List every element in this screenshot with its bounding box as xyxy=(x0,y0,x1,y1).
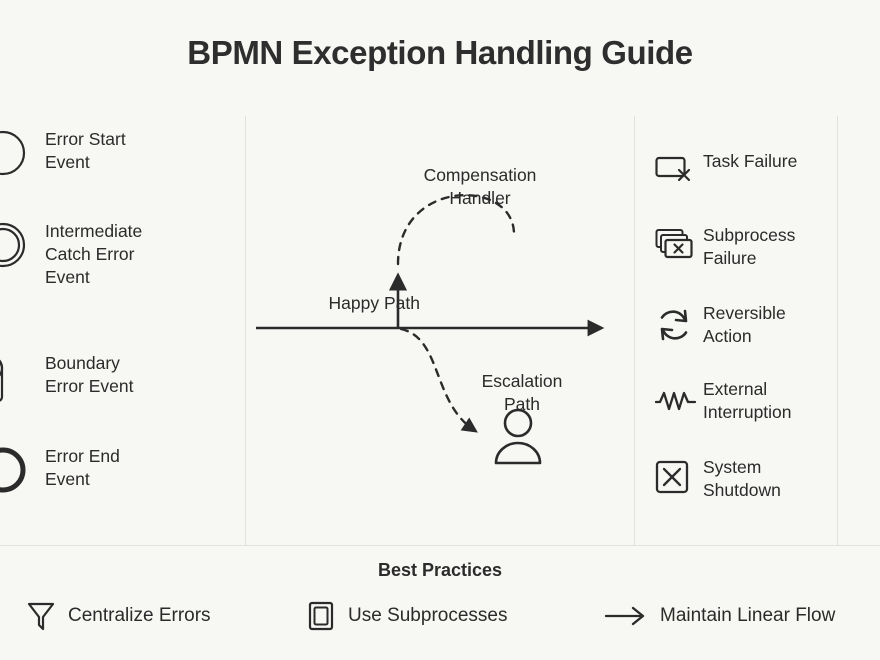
label-line-1: Compensation xyxy=(423,165,537,185)
person-icon xyxy=(494,408,542,465)
label-line-2: Interruption xyxy=(703,402,792,422)
list-item-label: Error End Event xyxy=(45,445,235,491)
best-practices-heading: Best Practices xyxy=(377,560,503,580)
best-practice-label: Use Subprocesses xyxy=(348,605,508,626)
list-item-label: Com H xyxy=(844,302,880,348)
label-line-1: Te xyxy=(844,456,880,479)
list-item-label: Bo E xyxy=(844,150,880,196)
label-line-3: Event xyxy=(45,267,90,287)
task-failure-icon xyxy=(655,154,691,190)
label-line-1: Subprocess xyxy=(703,225,796,245)
list-item[interactable]: Esc P xyxy=(838,378,880,458)
thin-circle-error-start-icon xyxy=(0,130,26,176)
list-item[interactable]: Bo E xyxy=(838,150,880,230)
best-practice-label: Centralize Errors xyxy=(68,605,211,626)
thick-circle-error-end-icon xyxy=(0,447,26,493)
list-item-subprocess-failure[interactable]: Subprocess Failure xyxy=(635,224,837,304)
label-line-2: Action xyxy=(703,326,752,346)
list-item[interactable]: Com H xyxy=(838,302,880,382)
column-divider-1 xyxy=(245,116,246,545)
list-item-label: Reversible Action xyxy=(703,302,843,348)
list-item-boundary-error-event[interactable]: Boundary Error Event xyxy=(0,348,245,438)
best-practices-row: Centralize Errors Use Subprocesses Maint… xyxy=(0,596,880,640)
label-line-1: System xyxy=(703,457,762,477)
best-practice-centralize-errors[interactable]: Centralize Errors xyxy=(26,596,211,636)
list-item-error-start-event[interactable]: Error Start Event xyxy=(0,124,245,214)
funnel-icon xyxy=(26,600,56,632)
flow-diagram-graphic xyxy=(256,194,605,465)
list-item-label: C E xyxy=(844,224,880,270)
list-item-reversible-action[interactable]: Reversible Action xyxy=(635,302,837,382)
list-item-system-shutdown[interactable]: System Shutdown xyxy=(635,456,837,536)
list-item-label: Intermediate Catch Error Event xyxy=(45,220,235,289)
column-divider-3 xyxy=(837,116,838,545)
external-interruption-icon xyxy=(654,390,697,426)
label-line-1: Error End xyxy=(45,446,120,466)
label-line-1: C xyxy=(844,224,880,247)
list-item-error-end-event[interactable]: Error End Event xyxy=(0,441,245,531)
list-item-label: Te E xyxy=(844,456,880,502)
list-item-label: System Shutdown xyxy=(703,456,843,502)
list-item-intermediate-catch-error-event[interactable]: Intermediate Catch Error Event xyxy=(0,216,245,306)
column-divider-2 xyxy=(634,116,635,545)
label-line-2: Failure xyxy=(703,248,757,268)
happy-path-label: Happy Path xyxy=(328,293,420,313)
label-line-2: E xyxy=(844,479,880,502)
list-item[interactable]: C E xyxy=(838,224,880,304)
label-line-1: Esc xyxy=(844,378,880,401)
list-item[interactable]: Te E xyxy=(838,456,880,536)
subprocess-failure-icon xyxy=(655,228,693,264)
list-item-label: Subprocess Failure xyxy=(703,224,843,270)
label-line-1: Intermediate xyxy=(45,221,143,241)
flow-diagram: Compensation Handler Happy Path Escalati… xyxy=(246,116,634,545)
label-line-1: Task Failure xyxy=(703,151,798,171)
label-line-2: P xyxy=(844,401,880,424)
double-circle-intermediate-catch-icon xyxy=(0,222,26,268)
label-line-1: Bo xyxy=(844,150,880,173)
list-item-label: Esc P xyxy=(844,378,880,424)
reversible-action-icon xyxy=(655,306,691,342)
list-item-label: Error Start Event xyxy=(45,128,235,174)
label-line-1: Escalation xyxy=(481,371,563,391)
square-subprocess-icon xyxy=(306,600,336,632)
label-line-2: Event xyxy=(45,152,90,172)
label-line-1: Boundary xyxy=(45,353,120,373)
label-line-2: E xyxy=(844,173,880,196)
compensation-handler-label: Compensation Handler xyxy=(380,164,580,210)
label-line-2: Event xyxy=(45,469,90,489)
label-line-1: Reversible xyxy=(703,303,786,323)
arrow-right-icon xyxy=(604,600,648,632)
best-practice-maintain-linear-flow[interactable]: Maintain Linear Flow xyxy=(604,596,835,636)
compensation-loop-path xyxy=(396,194,516,266)
escalation-path-label: Escalation Path xyxy=(442,370,602,416)
list-item-external-interruption[interactable]: External Interruption xyxy=(635,378,837,458)
best-practice-label: Maintain Linear Flow xyxy=(660,605,836,626)
system-shutdown-icon xyxy=(655,460,691,496)
label-line-2: E xyxy=(844,247,880,270)
list-item-label: Boundary Error Event xyxy=(45,352,235,398)
list-item-task-failure[interactable]: Task Failure xyxy=(635,150,837,230)
label-line-2: Handler xyxy=(449,188,511,208)
label-line-1: External xyxy=(703,379,768,399)
label-line-1: Com xyxy=(844,302,880,325)
list-item-label: Task Failure xyxy=(703,150,843,173)
label-line-2: Path xyxy=(504,394,540,414)
label-line-2: Catch Error xyxy=(45,244,135,264)
list-item-label: External Interruption xyxy=(703,378,843,424)
label-line-2: Error Event xyxy=(45,376,134,396)
label-line-1: Error Start xyxy=(45,129,126,149)
label-line-2: Shutdown xyxy=(703,480,781,500)
escalation-path xyxy=(399,327,478,433)
best-practice-use-subprocesses[interactable]: Use Subprocesses xyxy=(306,596,507,636)
label-line-2: H xyxy=(844,325,880,348)
page-title: BPMN Exception Handling Guide xyxy=(187,34,693,71)
rounded-rect-boundary-icon xyxy=(0,354,26,402)
footer-divider xyxy=(0,545,880,546)
